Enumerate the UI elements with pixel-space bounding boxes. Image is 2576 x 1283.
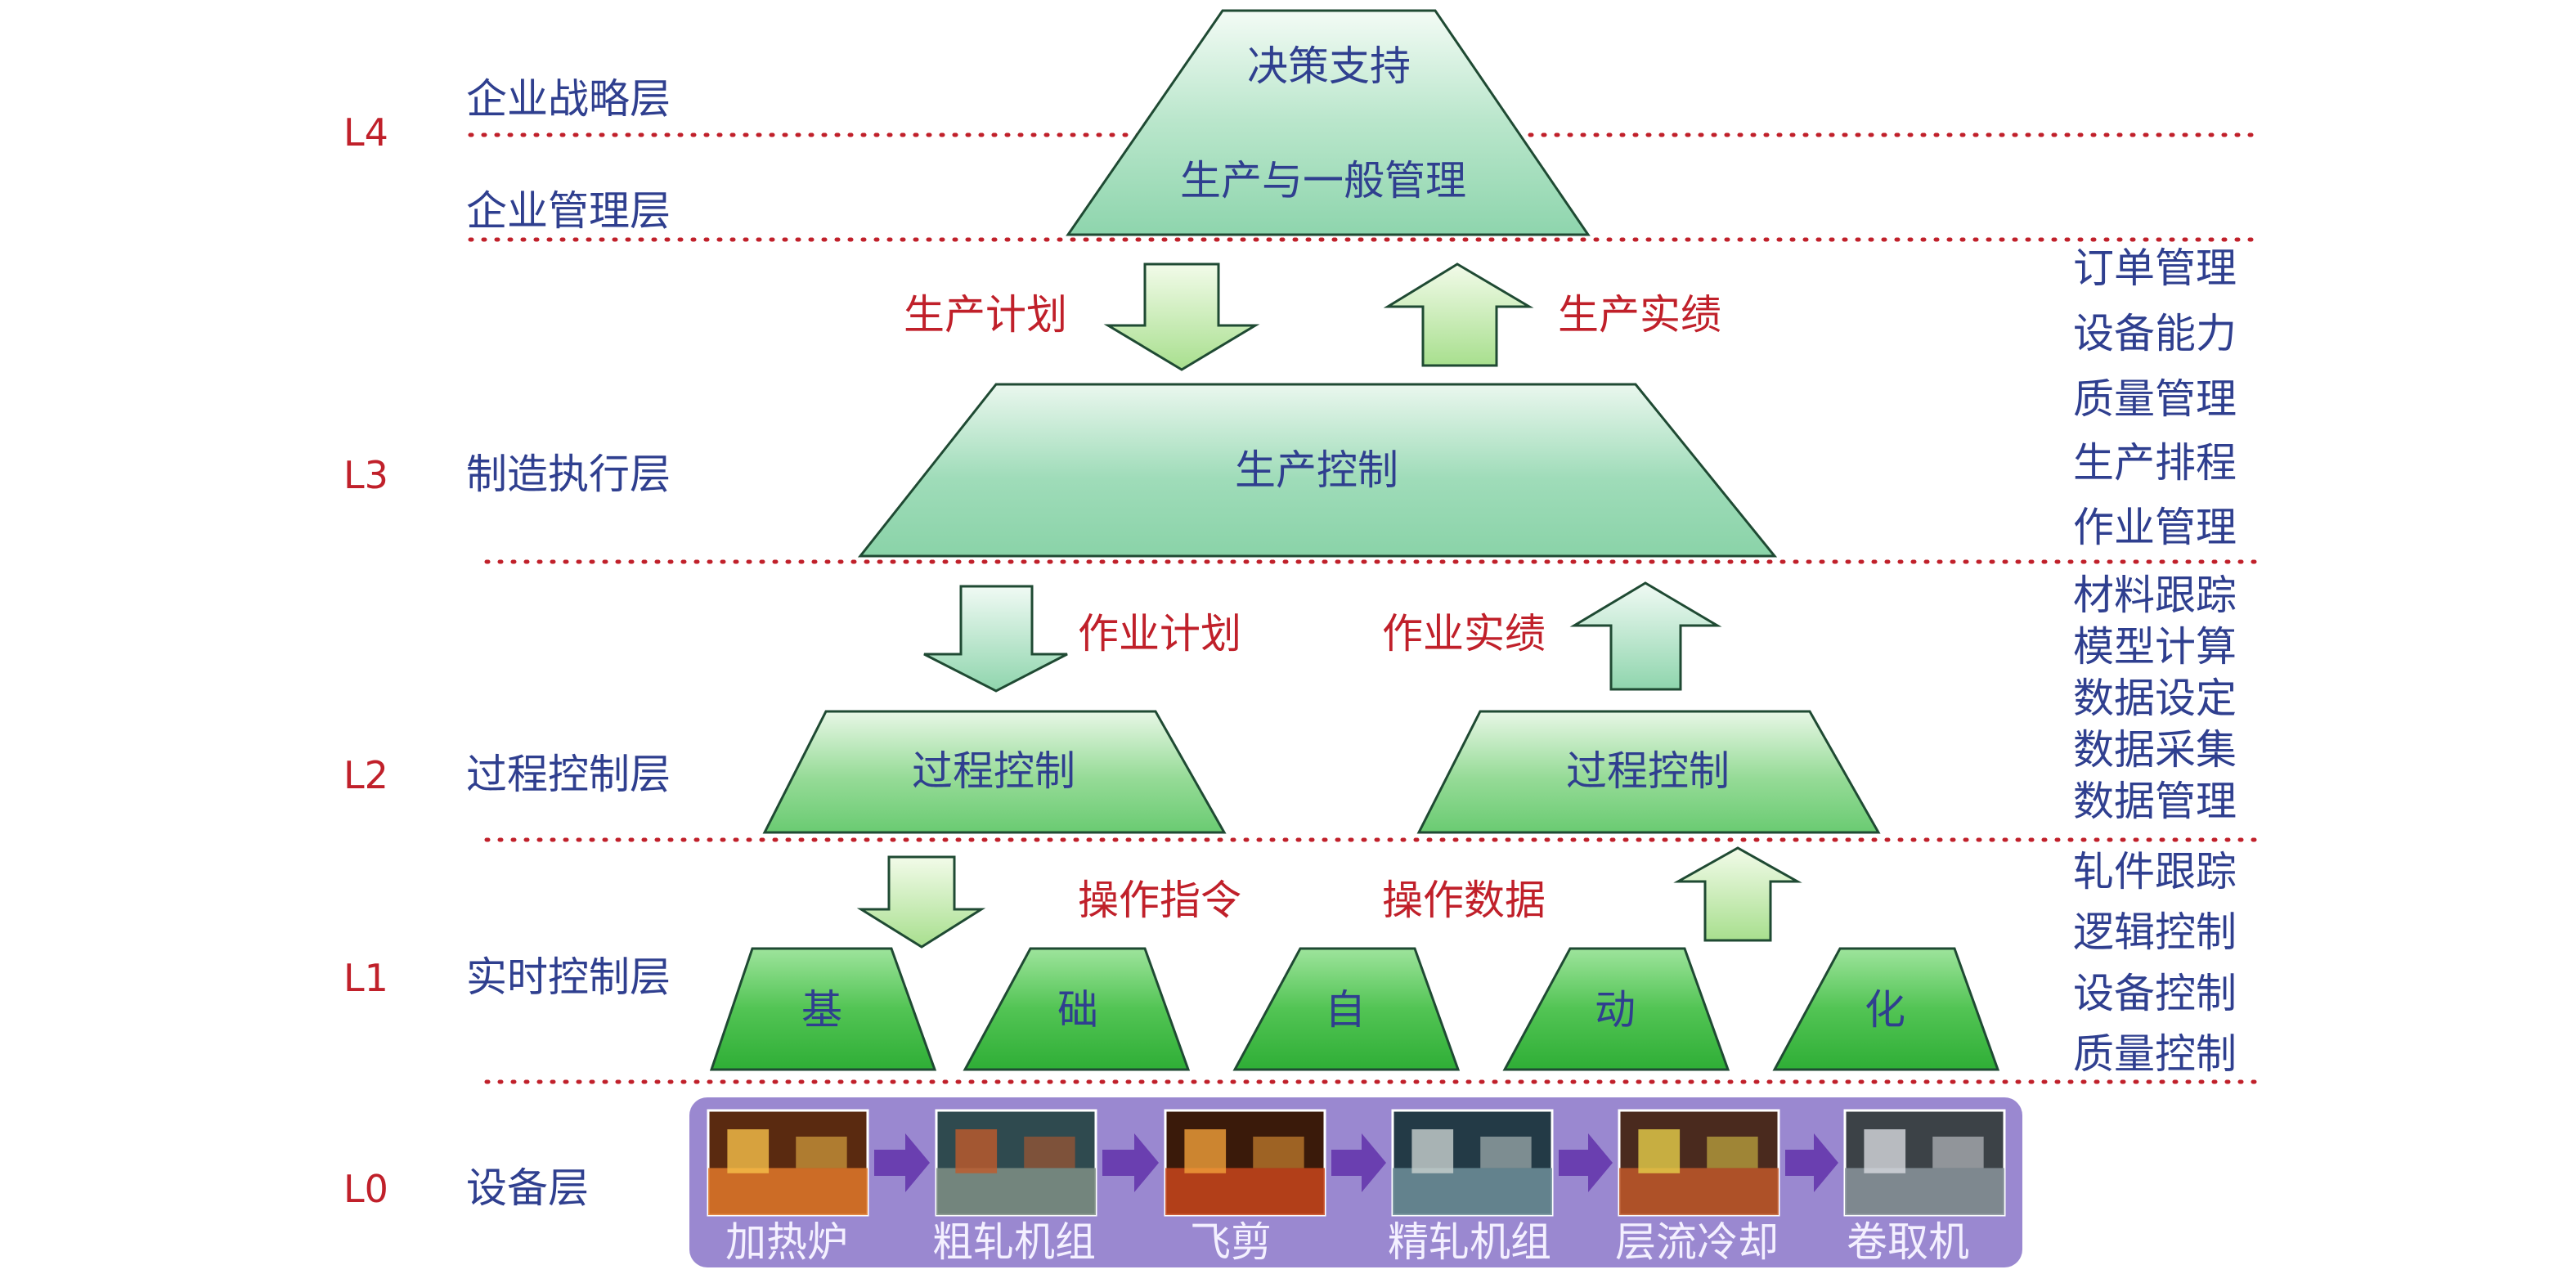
basic-automation-block-1 [709, 947, 937, 1071]
l3-function-item: 设备能力 [2073, 310, 2237, 357]
process-control-left-label: 过程控制 [912, 747, 1075, 795]
basic-automation-char-1: 基 [801, 986, 842, 1034]
operation-data-up-arrow [1673, 846, 1802, 942]
operation-data-label: 操作数据 [1382, 877, 1546, 924]
equipment-label: 加热炉 [725, 1218, 848, 1266]
basic-automation-char-4: 动 [1595, 986, 1636, 1034]
production-result-label: 生产实绩 [1558, 291, 1721, 339]
production-management-label: 生产与一般管理 [1180, 157, 1466, 204]
equipment-photo [1391, 1109, 1554, 1217]
production-result-up-arrow [1383, 262, 1534, 367]
level-code-l1: L1 [343, 956, 388, 1000]
l3-function-list: 订单管理 设备能力 质量管理 生产排程 作业管理 [2073, 244, 2237, 551]
level-code-l3: L3 [343, 453, 388, 497]
equipment-photo [935, 1109, 1097, 1217]
decision-support-label: 决策支持 [1247, 43, 1411, 90]
process-control-right-label: 过程控制 [1566, 747, 1730, 795]
job-plan-down-arrow [923, 585, 1068, 693]
layer-name-equipment: 设备层 [466, 1164, 589, 1212]
layer-name-mes: 制造执行层 [466, 451, 671, 498]
process-control-left-trapezoid [762, 710, 1227, 834]
l2-function-item: 数据设定 [2073, 675, 2237, 722]
equipment-flow-arrow [1102, 1133, 1159, 1192]
layer-name-management: 企业管理层 [466, 187, 671, 235]
job-plan-label: 作业计划 [1078, 610, 1241, 657]
equipment-label: 粗轧机组 [932, 1218, 1096, 1266]
operation-command-label: 操作指令 [1078, 877, 1241, 924]
l1-function-item: 质量控制 [2073, 1030, 2237, 1078]
equipment-label: 层流冷却 [1615, 1218, 1779, 1266]
level-code-l4: L4 [343, 110, 388, 155]
equipment-flow-arrow [1785, 1133, 1838, 1192]
l1-function-item: 轧件跟踪 [2073, 848, 2237, 895]
decision-management-trapezoid [1066, 9, 1591, 236]
layer-name-realtime: 实时控制层 [466, 953, 671, 1001]
l3-function-item: 订单管理 [2073, 244, 2237, 292]
basic-automation-block-4 [1502, 947, 1730, 1071]
basic-automation-block-2 [963, 947, 1191, 1071]
equipment-photo [1618, 1109, 1780, 1217]
level-code-l0: L0 [343, 1167, 388, 1211]
layer-name-process: 过程控制层 [466, 751, 671, 798]
equipment-panel: 加热炉 粗轧机组 飞剪 精轧机组 层流冷却 卷取机 [689, 1097, 2022, 1267]
equipment-flow-arrow [1331, 1133, 1386, 1192]
process-control-right-trapezoid [1416, 710, 1881, 834]
production-control-trapezoid [857, 383, 1778, 558]
l2-function-list: 材料跟踪 模型计算 数据设定 数据采集 数据管理 [2073, 572, 2237, 825]
production-plan-label: 生产计划 [904, 291, 1067, 339]
production-control-label: 生产控制 [1235, 446, 1398, 494]
job-result-up-arrow [1569, 581, 1722, 691]
equipment-flow-arrow [1559, 1133, 1613, 1192]
l1-function-item: 设备控制 [2073, 970, 2237, 1017]
l1-function-item: 逻辑控制 [2073, 908, 2237, 956]
l1-function-list: 轧件跟踪 逻辑控制 设备控制 质量控制 [2073, 848, 2237, 1078]
equipment-label: 飞剪 [1190, 1218, 1272, 1266]
basic-automation-group: 基 础 自 动 化 [709, 947, 2000, 1071]
equipment-panel-background [689, 1097, 2022, 1267]
equipment-label: 卷取机 [1847, 1218, 1969, 1266]
basic-automation-block-5 [1772, 947, 2000, 1071]
job-result-label: 作业实绩 [1382, 610, 1546, 657]
equipment-flow-arrow [874, 1133, 930, 1192]
level-code-l2: L2 [343, 753, 388, 797]
basic-automation-block-3 [1232, 947, 1461, 1071]
l3-function-item: 作业管理 [2073, 504, 2237, 551]
equipment-label: 精轧机组 [1388, 1218, 1551, 1266]
l2-function-item: 数据采集 [2073, 726, 2237, 774]
operation-command-down-arrow [856, 855, 986, 949]
equipment-strip: 加热炉 粗轧机组 飞剪 精轧机组 层流冷却 卷取机 [707, 1109, 2006, 1266]
basic-automation-char-5: 化 [1865, 986, 1905, 1034]
l2-function-item: 模型计算 [2073, 623, 2237, 671]
l2-function-item: 材料跟踪 [2073, 572, 2237, 619]
l2-function-item: 数据管理 [2073, 778, 2237, 825]
equipment-photo [1164, 1109, 1326, 1217]
basic-automation-char-2: 础 [1057, 986, 1098, 1034]
l3-function-item: 生产排程 [2073, 439, 2237, 487]
production-plan-down-arrow [1103, 262, 1260, 371]
equipment-photo [707, 1109, 869, 1217]
equipment-photo [1843, 1109, 2006, 1217]
basic-automation-char-3: 自 [1325, 986, 1366, 1034]
layer-name-strategy: 企业战略层 [466, 75, 671, 123]
l3-function-item: 质量管理 [2073, 375, 2237, 423]
